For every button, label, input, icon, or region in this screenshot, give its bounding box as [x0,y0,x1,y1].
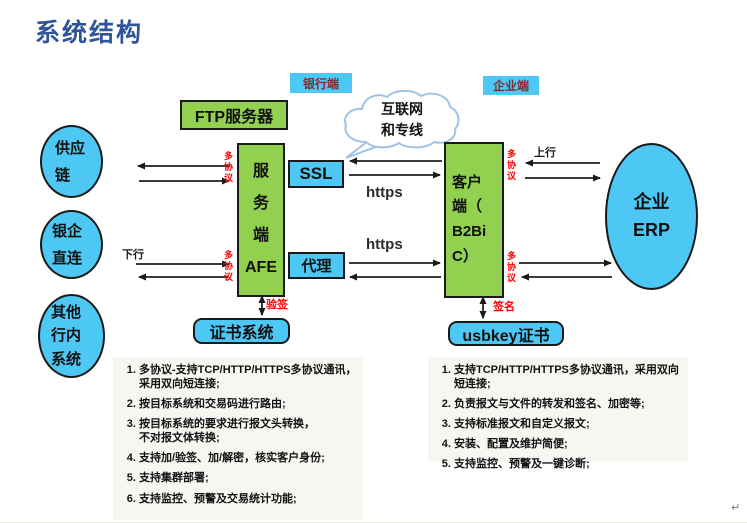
client-features-panel: 支持TCP/HTTP/HTTPS多协议通讯，采用双向短连接; 负责报文与文件的转发… [428,357,688,470]
down-link-label: 下行 [122,249,144,261]
feature-list-item: 支持标准报文和自定义报文; [454,417,684,431]
supply-chain-ellipse: 供应 链 [40,125,103,198]
verify-sign-label: 验签 [266,299,288,311]
client-b2bic-node: 客户 端（ B2Bi C） [444,142,504,298]
return-mark: ↵ [731,502,741,514]
server-afe-node: 服 务 端 AFE [237,143,285,297]
enterprise-side-label: 企业端 [483,76,539,95]
feature-list-item: 多协议-支持TCP/HTTP/HTTPS多协议通讯，采用双向短连接; [139,363,359,391]
server-features-list: 多协议-支持TCP/HTTP/HTTPS多协议通讯，采用双向短连接; 按目标系统和… [113,357,363,516]
usbkey-cert-node: usbkey证书 [448,321,564,346]
multi-protocol-label-client-top: 多协议 [506,149,516,181]
client-features-list: 支持TCP/HTTP/HTTPS多协议通讯，采用双向短连接; 负责报文与文件的转发… [428,357,688,481]
feature-list-item: 支持加/验签、加/解密，核实客户身份; [139,451,359,465]
up-link-label: 上行 [534,147,556,159]
bank-direct-ellipse: 银企 直连 [40,210,103,279]
other-systems-ellipse: 其他 行内 系统 [38,294,105,378]
cloud-body [344,89,460,149]
page-title: 系统结构 [35,19,144,47]
feature-list-item: 支持集群部署; [139,471,359,485]
multi-protocol-label-client-bottom: 多协议 [506,251,516,283]
internet-cloud-label: 互联网 和专线 [381,101,423,138]
cert-system-node: 证书系统 [193,318,290,344]
enterprise-erp-ellipse: 企业 ERP [605,143,698,290]
feature-list-item: 负责报文与文件的转发和签名、加密等; [454,397,684,411]
multi-protocol-label-server-bottom: 多协议 [223,250,233,282]
feature-list-item: 支持监控、预警及一键诊断; [454,457,684,471]
internet-cloud [344,89,460,159]
feature-list-item: 按目标系统的要求进行报文头转换， 不对报文体转换; [139,417,359,445]
server-features-panel: 多协议-支持TCP/HTTP/HTTPS多协议通讯，采用双向短连接; 按目标系统和… [113,357,363,520]
https-label-bottom: https [366,236,403,253]
multi-protocol-label-server-top: 多协议 [223,151,233,183]
ssl-node: SSL [288,160,344,188]
feature-list-item: 按目标系统和交易码进行路由; [139,397,359,411]
feature-list-item: 安装、配置及维护简便; [454,437,684,451]
feature-list-item: 支持TCP/HTTP/HTTPS多协议通讯，采用双向短连接; [454,363,684,391]
feature-list-item: 支持监控、预警及交易统计功能; [139,492,359,506]
proxy-node: 代理 [288,252,345,279]
ftp-server-node: FTP服务器 [180,100,288,130]
sign-label: 签名 [493,301,515,313]
https-label-top: https [366,184,403,201]
bank-side-label: 银行端 [290,73,352,93]
